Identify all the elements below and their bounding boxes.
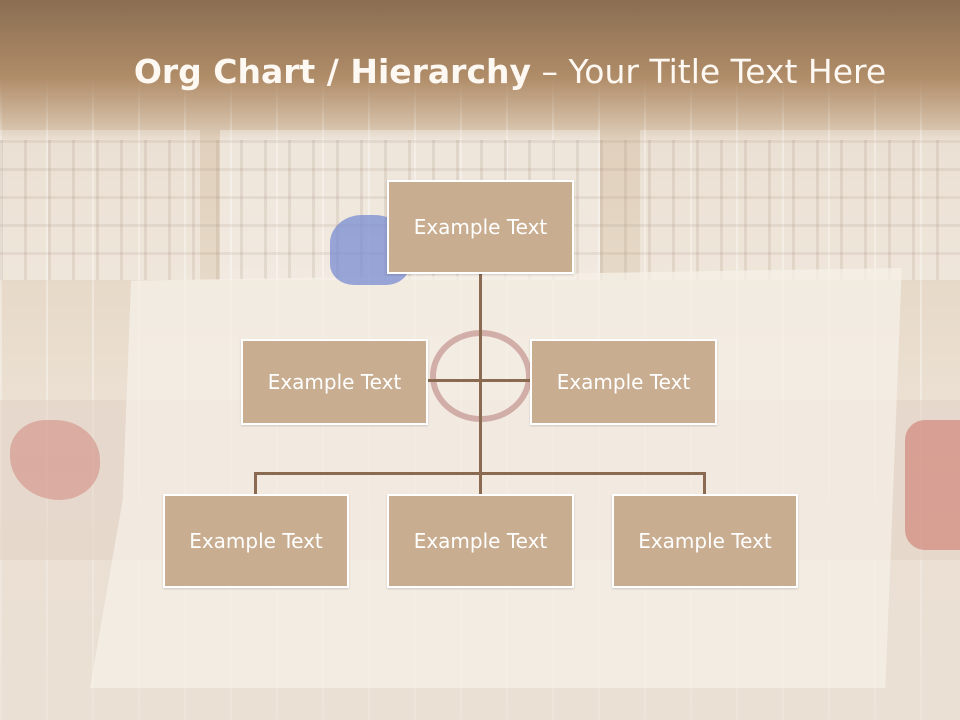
org-node-level3-right[interactable]: Example Text	[612, 494, 798, 588]
org-node-label: Example Text	[638, 529, 772, 553]
org-node-label: Example Text	[189, 529, 323, 553]
slide-title: Org Chart / Hierarchy – Your Title Text …	[0, 52, 960, 91]
background-graffiti	[10, 420, 100, 500]
title-bold: Org Chart / Hierarchy	[133, 52, 532, 91]
title-dash: –	[531, 52, 569, 91]
background-building	[0, 130, 200, 280]
connector-level3-left-drop	[254, 472, 257, 495]
org-node-level2-right[interactable]: Example Text	[530, 339, 717, 425]
org-node-label: Example Text	[413, 529, 548, 553]
background-building	[640, 130, 960, 280]
org-node-label: Example Text	[413, 215, 548, 239]
connector-root-down	[479, 272, 482, 494]
org-node-level3-left[interactable]: Example Text	[163, 494, 349, 588]
connector-level3-horizontal	[254, 472, 706, 475]
org-node-level3-center[interactable]: Example Text	[387, 494, 574, 588]
connector-level3-right-drop	[703, 472, 706, 495]
title-subtitle: Your Title Text Here	[568, 52, 887, 91]
background-skate-ramp	[90, 268, 902, 688]
org-node-root[interactable]: Example Text	[387, 180, 574, 274]
connector-level2-horizontal	[426, 379, 532, 382]
org-node-level2-left[interactable]: Example Text	[241, 339, 428, 425]
org-node-label: Example Text	[267, 370, 402, 394]
background-graffiti	[905, 420, 960, 550]
org-node-label: Example Text	[556, 370, 691, 394]
title-band: Org Chart / Hierarchy – Your Title Text …	[0, 0, 960, 140]
